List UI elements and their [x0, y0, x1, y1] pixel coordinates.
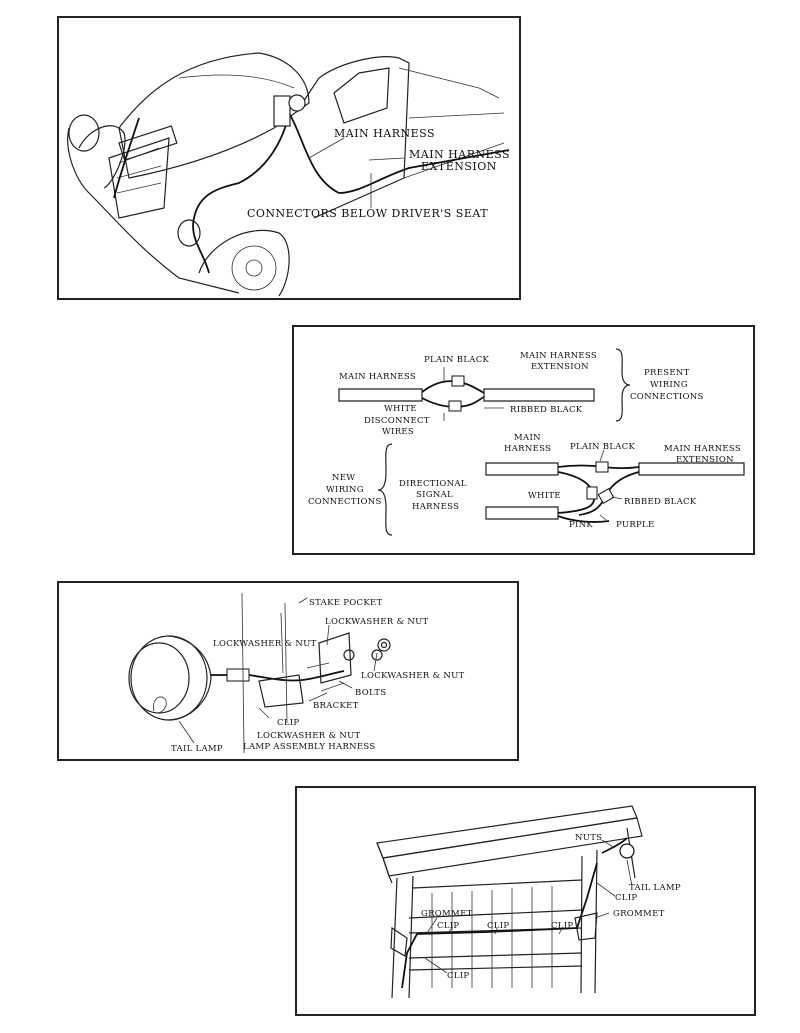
label-bolts: BOLTS	[355, 688, 386, 698]
label-lockwasher-top: LOCKWASHER & NUT	[325, 617, 429, 627]
label-new-ribbed-black: RIBBED BLACK	[624, 497, 697, 507]
label-new-line3: CONNECTIONS	[308, 497, 382, 507]
label-lockwasher-left: LOCKWASHER & NUT	[213, 639, 317, 649]
label-clip: CLIP	[277, 718, 299, 728]
label-dir-line2: SIGNAL	[416, 490, 453, 500]
label-disconnect-line2: WIRES	[382, 427, 414, 437]
label-lockwasher-bottom: LOCKWASHER & NUT	[257, 731, 361, 741]
bed-wiring-illustration: NUTS TAIL LAMP CLIP GROMMET GROMMET CLIP…	[376, 805, 681, 999]
label-connectors: CONNECTORS BELOW DRIVER'S SEAT	[247, 207, 488, 220]
panel-tail-lamp-assembly: STAKE POCKET LOCKWASHER & NUT LOCKWASHER…	[57, 581, 519, 761]
label-ribbed-black: RIBBED BLACK	[510, 405, 583, 415]
label-dir-line3: HARNESS	[412, 502, 459, 512]
label-tail-lamp: TAIL LAMP	[629, 883, 681, 893]
label-new-main-line1: MAIN	[514, 433, 541, 443]
label-grommet-right: GROMMET	[613, 909, 665, 919]
label-ext-line2: EXTENSION	[531, 362, 589, 372]
label-clip-right: CLIP	[615, 893, 637, 903]
label-new-line2: WIRING	[326, 485, 364, 495]
label-extension-line1: MAIN HARNESS	[409, 148, 510, 161]
label-present-line2: WIRING	[650, 380, 688, 390]
label-new-ext-line2: EXTENSION	[676, 455, 734, 465]
label-stake-pocket: STAKE POCKET	[309, 598, 382, 608]
label-purple: PURPLE	[616, 520, 655, 530]
label-plain-black: PLAIN BLACK	[424, 355, 490, 365]
label-new-line1: NEW	[332, 473, 355, 483]
label-dir-line1: DIRECTIONAL	[399, 479, 467, 489]
tail-lamp-exploded-view: STAKE POCKET LOCKWASHER & NUT LOCKWASHER…	[128, 592, 465, 754]
label-main-harness: MAIN HARNESS	[339, 372, 416, 382]
panel-wiring-connections: PLAIN BLACK MAIN HARNESS MAIN HARNESS EX…	[292, 325, 755, 555]
label-new-ext-line1: MAIN HARNESS	[664, 444, 741, 454]
panel-truck-overview: MAIN HARNESS MAIN HARNESS EXTENSION CONN…	[57, 16, 521, 300]
label-bracket: BRACKET	[313, 701, 359, 711]
label-tail-lamp: TAIL LAMP	[171, 744, 223, 754]
truck-illustration: MAIN HARNESS MAIN HARNESS EXTENSION CONN…	[67, 52, 510, 297]
wiring-schematic: PLAIN BLACK MAIN HARNESS MAIN HARNESS EX…	[308, 348, 745, 536]
panel-bed-underside: NUTS TAIL LAMP CLIP GROMMET GROMMET CLIP…	[295, 786, 756, 1016]
label-clip-1: CLIP	[437, 921, 459, 931]
label-present-line3: CONNECTIONS	[630, 392, 704, 402]
label-lockwasher-right: LOCKWASHER & NUT	[361, 671, 465, 681]
label-white: WHITE	[384, 404, 417, 414]
label-new-main-line2: HARNESS	[504, 444, 551, 454]
label-clip-2: CLIP	[487, 921, 509, 931]
label-clip-bottom: CLIP	[447, 971, 469, 981]
label-nuts: NUTS	[575, 833, 602, 843]
label-clip-3: CLIP	[551, 921, 573, 931]
label-main-harness: MAIN HARNESS	[334, 127, 435, 140]
label-present-line1: PRESENT	[644, 368, 690, 378]
label-grommet-left: GROMMET	[421, 909, 473, 919]
label-ext-line1: MAIN HARNESS	[520, 351, 597, 361]
label-lamp-harness: LAMP ASSEMBLY HARNESS	[243, 742, 376, 752]
label-disconnect-line1: DISCONNECT	[364, 416, 430, 426]
label-new-white: WHITE	[528, 491, 561, 501]
label-pink: PINK	[569, 520, 593, 530]
label-new-plain-black: PLAIN BLACK	[570, 442, 636, 452]
label-extension-line2: EXTENSION	[421, 160, 497, 173]
